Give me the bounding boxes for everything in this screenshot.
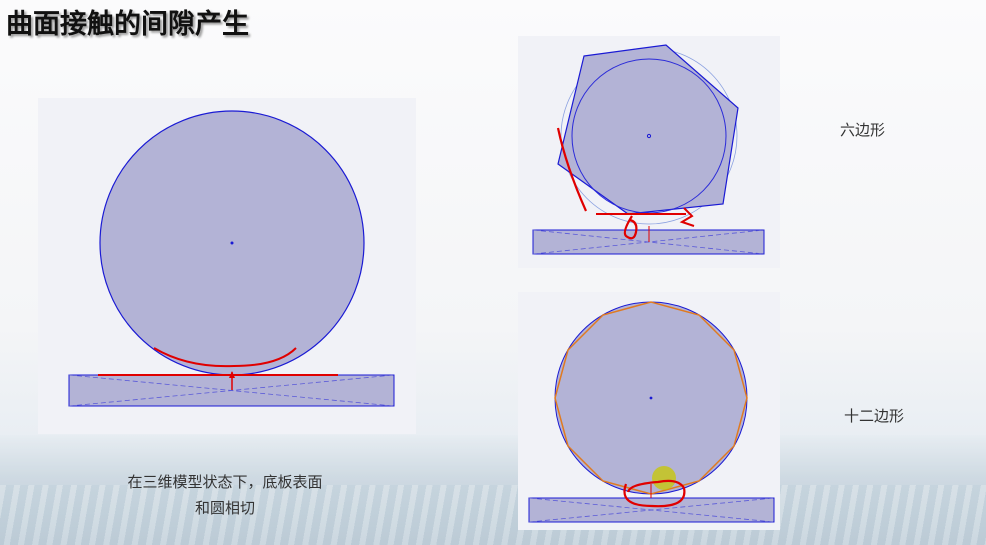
- gap-height-marker: [679, 207, 695, 227]
- vertex-loop-annotation: [623, 215, 638, 240]
- hexagon-center-point: [646, 133, 652, 139]
- hexagon-shape: [557, 44, 739, 215]
- dodecagon-shape: [554, 301, 748, 495]
- contact-annotation-curve: [153, 347, 297, 368]
- contact-highlight: [652, 466, 676, 490]
- hexagon-diagram: [532, 44, 765, 255]
- background-sea: [0, 435, 986, 545]
- gap-loop-annotation: [623, 479, 686, 508]
- plate-diagonal-2: [68, 374, 395, 407]
- circle-diagram-panel: [38, 98, 416, 434]
- caption-line-2: 和圆相切: [194, 499, 255, 517]
- hexagon-label: 六边形: [840, 121, 886, 139]
- dodecagon-diagram-panel: [518, 292, 780, 530]
- caption-line-1: 在三维模型状态下，底板表面: [127, 473, 323, 491]
- left-edge-annotation: [556, 127, 588, 212]
- gap-arrow-head: [229, 371, 235, 378]
- circle-center-point: [230, 241, 234, 245]
- circle-diagram: [68, 110, 395, 407]
- diagram-caption: 在三维模型状态下，底板表面 和圆相切: [80, 469, 370, 521]
- dodecagon-diagram: [528, 301, 775, 523]
- dodecagon-label: 十二边形: [844, 407, 905, 425]
- slide-title: 曲面接触的间隙产生: [6, 9, 249, 40]
- background-waves: [0, 485, 986, 545]
- hexagon-diagram-panel: [518, 36, 780, 268]
- plate-diagonal-2: [528, 497, 775, 523]
- dodecagon-center-point: [649, 396, 653, 400]
